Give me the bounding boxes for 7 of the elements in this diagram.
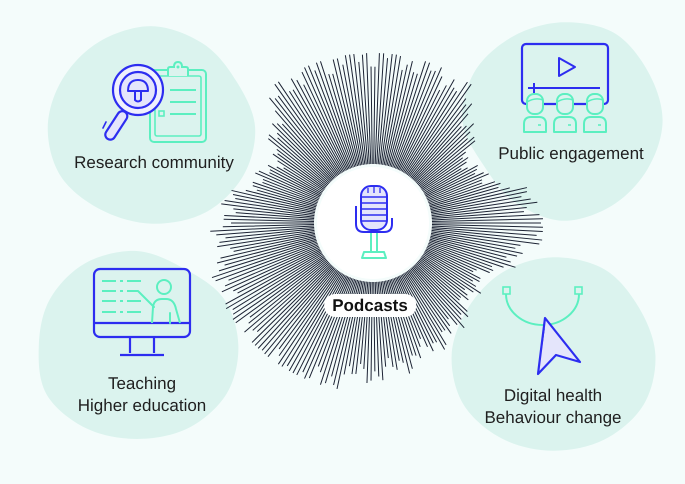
- node-label: Behaviour change: [484, 407, 622, 429]
- center-label: Podcasts: [324, 294, 416, 317]
- node-label: Digital health: [504, 385, 602, 407]
- node-label: Research community: [74, 152, 234, 174]
- node-label: Higher education: [78, 395, 206, 417]
- node-label: Public engagement: [498, 143, 644, 165]
- node-label: Teaching: [108, 373, 176, 395]
